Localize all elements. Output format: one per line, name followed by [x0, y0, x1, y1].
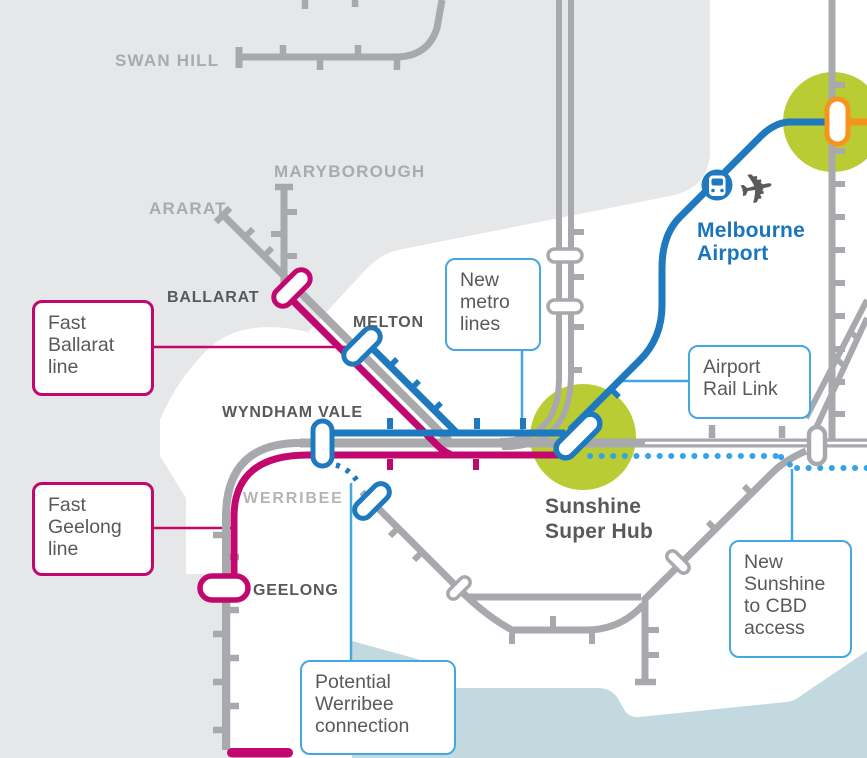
train-front-icon	[701, 169, 733, 201]
northeast-corridor	[803, 298, 867, 420]
ballarat-corridor-grey	[291, 283, 455, 447]
callout-line: New	[460, 269, 500, 291]
melton-station	[341, 325, 383, 367]
callout-line: Rail Link	[703, 378, 778, 400]
geelong-station	[197, 573, 251, 603]
label-sunshine-hub: Sunshine	[545, 495, 641, 518]
bendigo-line-station	[546, 247, 584, 264]
new-metro-lines	[331, 118, 828, 437]
swan-hill-line	[242, 0, 446, 61]
callout-line: Airport	[703, 356, 761, 378]
station-markers	[197, 96, 851, 603]
callout-new-sunshine-cbd-access: New Sunshine to CBD access	[729, 540, 852, 658]
label-wyndham-vale: WYNDHAM VALE	[222, 404, 363, 421]
altona-loop	[457, 587, 646, 634]
callout-line: Ballarat	[48, 334, 115, 356]
callout-line: Fast	[48, 494, 86, 516]
callout-line: Werribee	[315, 693, 394, 715]
loop-station	[446, 575, 472, 601]
wyndham-vale-station	[310, 418, 335, 469]
corridor-station	[806, 424, 828, 467]
callout-line: line	[48, 356, 79, 378]
callout-line: New	[744, 551, 784, 573]
airport-rail-link-line	[567, 118, 828, 433]
callout-airport-rail-link: Airport Rail Link	[688, 345, 811, 419]
ararat-line	[220, 212, 295, 287]
callout-line: to CBD	[744, 595, 807, 617]
callout-line: Potential	[315, 671, 391, 693]
label-werribee: WERRIBEE	[243, 490, 344, 507]
ballarat-station	[271, 267, 313, 309]
callout-line: lines	[460, 313, 501, 335]
callout-line: connection	[315, 715, 410, 737]
north-hub-station	[824, 96, 851, 147]
svg-text:Super Hub: Super Hub	[545, 520, 653, 543]
label-maryborough: MARYBOROUGH	[274, 162, 425, 181]
callout-connectors	[153, 345, 794, 662]
geelong-corridor-grey	[222, 439, 301, 750]
callout-line: line	[48, 538, 79, 560]
callout-line: metro	[460, 291, 510, 313]
fast-ballarat-line	[283, 291, 454, 459]
callout-potential-werribee-connection: Potential Werribee connection	[300, 660, 456, 755]
callout-line: Sunshine	[744, 573, 826, 595]
callout-new-metro-lines: New metro lines	[445, 258, 541, 351]
proposed-cbd-access-line	[587, 453, 867, 471]
label-melbourne-airport: Melbourne	[697, 219, 805, 242]
label-geelong: GEELONG	[253, 582, 339, 599]
loop-station	[665, 549, 691, 575]
svg-text:Airport: Airport	[697, 242, 768, 265]
fast-line-terminus	[227, 748, 293, 758]
potential-werribee-connection-line	[335, 462, 363, 488]
label-melton: MELTON	[353, 314, 424, 331]
label-ballarat: BALLARAT	[167, 289, 259, 306]
callout-line: access	[744, 617, 805, 639]
sunshine-station	[553, 411, 603, 461]
callout-fast-geelong: Fast Geelong line	[32, 482, 154, 576]
label-swan-hill: SWAN HILL	[115, 51, 219, 70]
bay-water	[352, 641, 867, 758]
callout-fast-ballarat: Fast Ballarat line	[32, 300, 154, 396]
callout-line: Geelong	[48, 516, 122, 538]
fast-rail-lines	[230, 291, 567, 576]
fast-geelong-line	[230, 451, 567, 576]
label-ararat: ARARAT	[149, 199, 227, 218]
werribee-line	[359, 489, 469, 599]
werribee-station	[352, 481, 392, 521]
bendigo-line-station	[546, 298, 584, 315]
callout-line: Fast	[48, 312, 86, 334]
